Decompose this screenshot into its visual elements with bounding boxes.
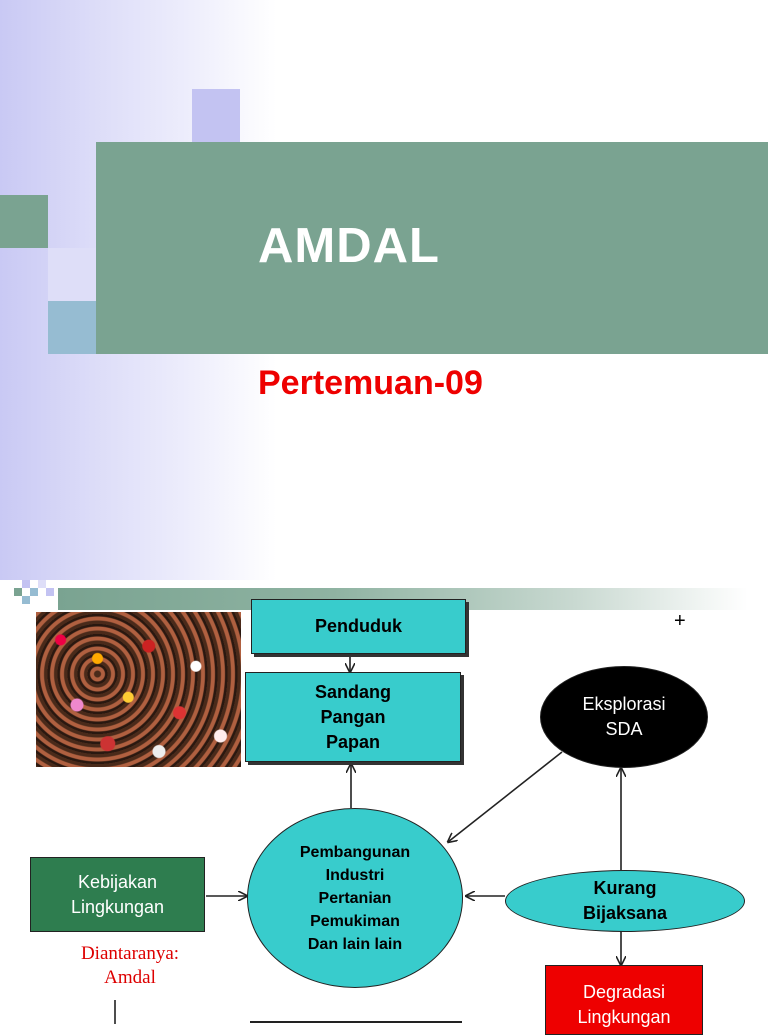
title-band [96,142,768,354]
amdal-note: Diantaranya: Amdal [70,942,190,990]
pertanian-line: Pertanian [318,889,392,907]
pembangunan-line: Pembangunan [299,843,411,861]
lain-line: Dan lain lain [307,935,403,953]
pemukiman-line: Pemukiman [310,912,400,930]
industri-line: Industri [325,866,385,884]
crowd-photo [36,612,241,767]
deco-square [48,301,96,354]
deco-mini-square [46,588,54,596]
penduduk-label: Penduduk [314,616,402,636]
slide-subtitle: Pertemuan-09 [258,364,483,402]
deco-square [192,89,240,142]
bijaksana-line: Bijaksana [582,903,668,923]
eksplorasi-line: Eksplorasi [582,694,666,714]
deco-mini-square [22,596,30,604]
deco-mini-square [14,588,22,596]
deco-square [0,195,48,248]
degradasi-lingkungan-line: Lingkungan [577,1007,671,1027]
note-line-1: Diantaranya: [80,943,180,964]
kurang-ellipse: Kurang Bijaksana [505,870,745,932]
kebijakan-box: Kebijakan Lingkungan [30,857,205,932]
sda-line: SDA [605,719,643,739]
sandang-box: Sandang Pangan Papan [245,672,461,762]
lingkungan-line: Lingkungan [70,896,165,917]
penduduk-box: Penduduk [251,599,466,654]
pembangunan-circle: Pembangunan Industri Pertanian Pemukiman… [247,808,463,988]
deco-square [48,248,96,301]
kurang-line: Kurang [593,878,657,898]
arrow-eksplorasi-to-pembangunan [448,751,563,842]
sandang-line: Sandang [314,681,391,702]
deco-mini-square [30,588,38,596]
deco-mini-square [38,580,46,588]
deco-mini-square [22,580,30,588]
pangan-line: Pangan [320,706,386,727]
slide-title: AMDAL [258,219,440,273]
degradasi-line: Degradasi [582,982,666,1002]
eksplorasi-ellipse: Eksplorasi SDA [540,666,708,768]
papan-line: Papan [325,731,380,752]
plus-mark: + [674,610,686,632]
kebijakan-line: Kebijakan [77,871,158,892]
degradasi-box: Degradasi Lingkungan [545,965,703,1035]
note-line-2: Amdal [104,967,156,988]
